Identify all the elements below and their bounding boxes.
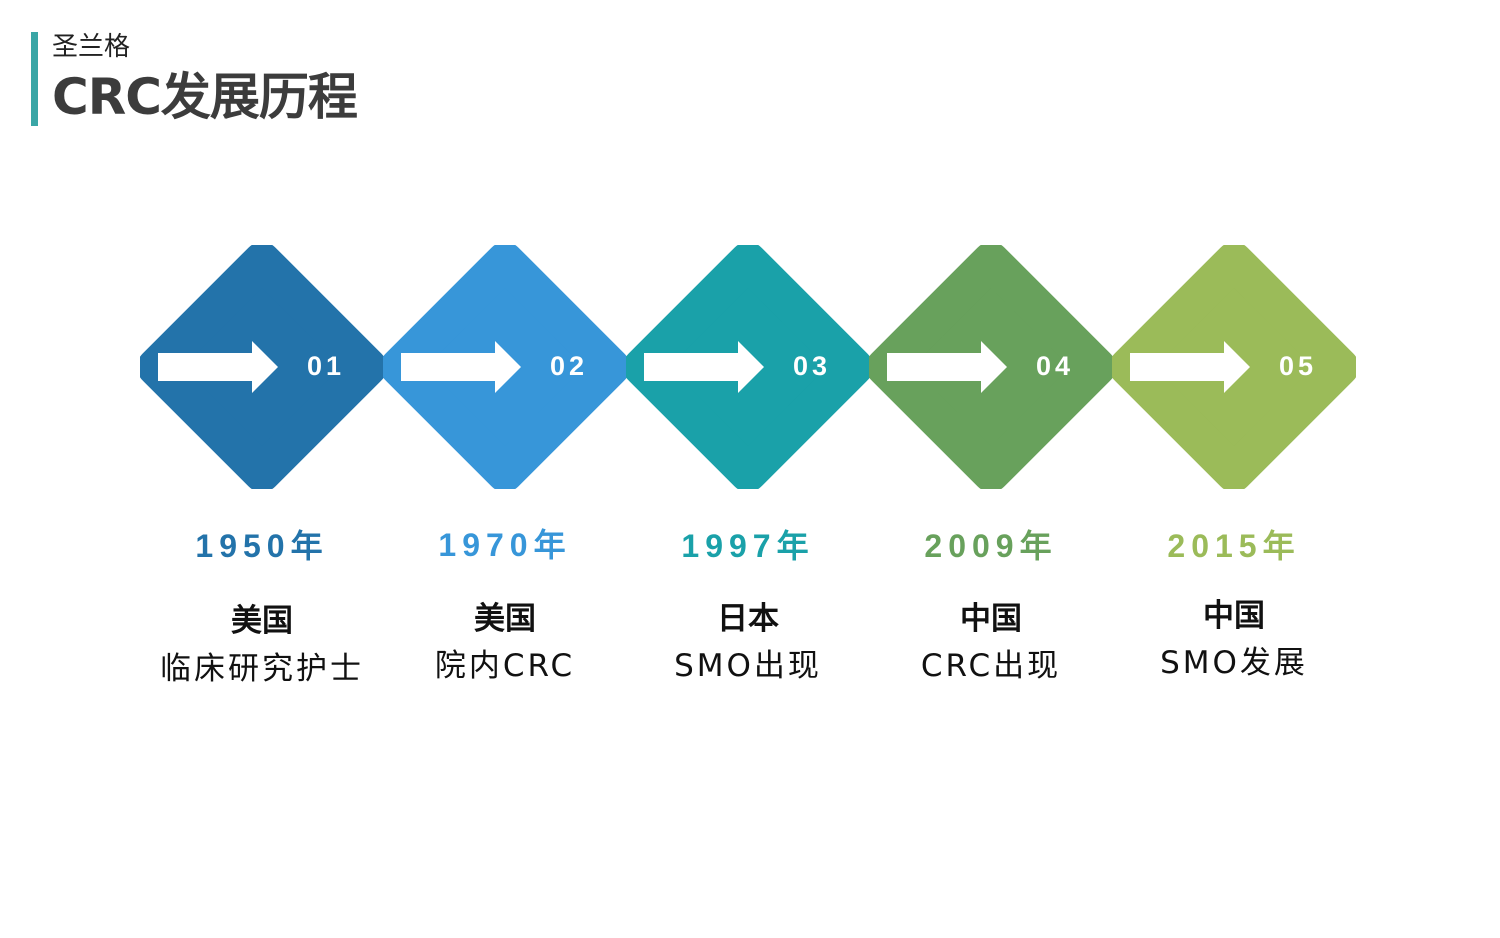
step-number: 02	[549, 351, 589, 381]
step-country: 日本	[717, 601, 779, 637]
diamond-shape	[1112, 245, 1356, 489]
step-country: 中国	[1203, 598, 1265, 634]
step-event: 院内CRC	[434, 648, 576, 684]
step-event: SMO出现	[674, 648, 822, 684]
step-year: 1970年	[438, 527, 572, 563]
title-accent-bar	[31, 32, 38, 126]
step-country: 中国	[960, 601, 1022, 637]
step-number: 01	[306, 351, 346, 381]
step-country: 美国	[231, 603, 293, 639]
step-year: 1997年	[681, 528, 815, 564]
step-event: CRC出现	[920, 648, 1062, 684]
diamond-shape	[383, 245, 627, 489]
step-year: 2015年	[1167, 528, 1301, 564]
diamond-shape	[140, 245, 384, 489]
page-title: CRC发展历程	[52, 68, 358, 126]
arrow-right-icon	[1130, 341, 1250, 393]
arrow-right-icon	[887, 341, 1007, 393]
arrow-right-icon	[644, 341, 764, 393]
diamond-shape	[869, 245, 1113, 489]
step-number: 04	[1035, 351, 1075, 381]
step-number: 05	[1278, 351, 1318, 381]
step-number: 03	[792, 351, 832, 381]
step-event: 临床研究护士	[160, 651, 364, 687]
step-event: SMO发展	[1160, 645, 1308, 681]
arrow-right-icon	[401, 341, 521, 393]
company-name: 圣兰格	[52, 32, 131, 62]
arrow-right-icon	[158, 341, 278, 393]
diamond-shape	[626, 245, 870, 489]
step-country: 美国	[474, 601, 536, 637]
step-year: 2009年	[924, 528, 1058, 564]
step-year: 1950年	[195, 528, 329, 564]
